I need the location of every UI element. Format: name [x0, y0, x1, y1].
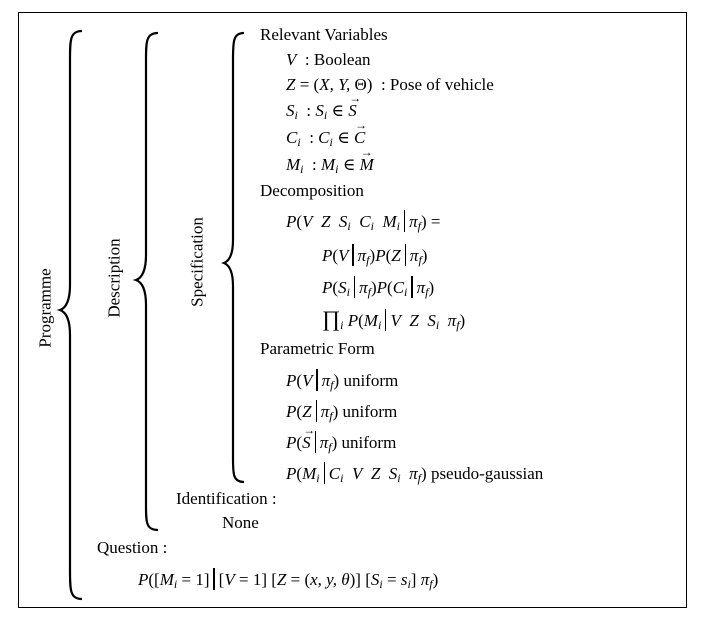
heading-decomposition: Decomposition [260, 181, 364, 200]
param-v-form: uniform [343, 371, 399, 390]
heading-question: Question : [97, 538, 168, 557]
diagram-frame [18, 12, 687, 608]
question-formula: P([Mi = 1][V = 1] [Z = (x, y, θ)] [Si = … [138, 568, 439, 591]
label-specification: Specification [187, 217, 207, 307]
param-s-form: uniform [341, 433, 397, 452]
var-v-line: V : Boolean [286, 50, 371, 69]
var-v-desc: : Boolean [304, 50, 371, 69]
var-c-line: Ci : Ci ∈ C [286, 119, 367, 148]
param-z-form: uniform [342, 402, 398, 421]
param-m-form: pseudo-gaussian [430, 464, 544, 483]
identification-value: None [222, 513, 259, 532]
label-description: Description [104, 238, 124, 318]
heading-relevant-variables: Relevant Variables [260, 25, 388, 44]
heading-parametric-form: Parametric Form [260, 339, 375, 358]
heading-identification: Identification : [176, 489, 277, 508]
var-s-line: Si : Si ∈ S [286, 92, 361, 121]
var-z-line: Z = (X, Y, Θ) : Pose of vehicle [286, 75, 494, 94]
var-z-desc: : Pose of vehicle [380, 75, 494, 94]
param-line-s: P(Sπf) uniform [286, 424, 397, 453]
label-programme: Programme [35, 268, 55, 348]
var-m-line: Mi : Mi ∈ M [286, 146, 374, 175]
